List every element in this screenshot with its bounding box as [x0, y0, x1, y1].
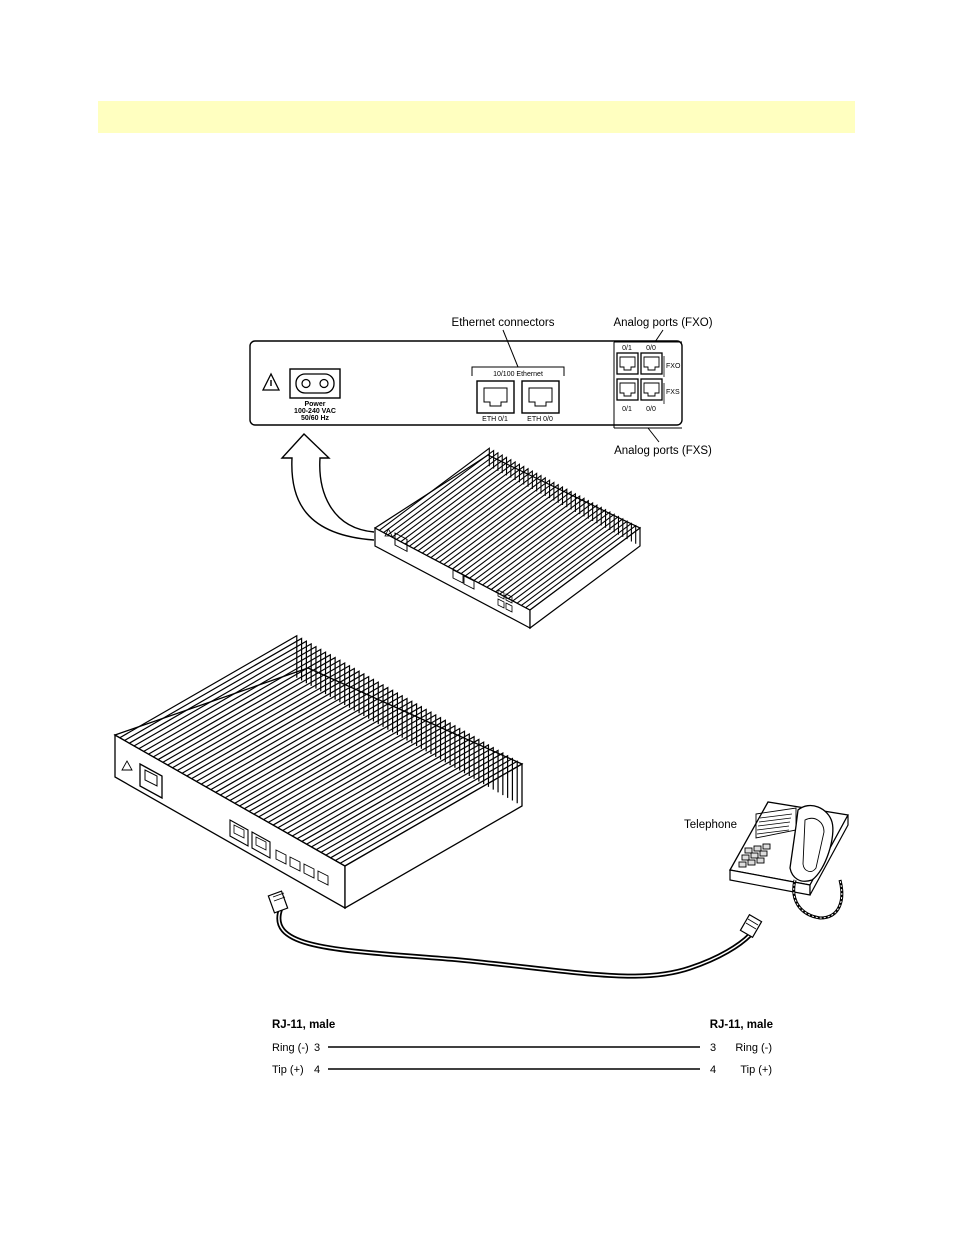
pinout-row-tip-left-signal: Tip (+) — [272, 1064, 304, 1076]
telephone-label: Telephone — [684, 819, 737, 831]
eth-port-label-0-1: ETH 0/1 — [482, 416, 508, 423]
power-title: Power — [304, 401, 325, 408]
analog-fxs-callout: Analog ports (FXS) — [614, 445, 712, 457]
pinout-right-header: RJ-11, male — [710, 1019, 773, 1031]
telephone-icon — [730, 802, 848, 918]
fxs-label-0-1: 0/1 — [622, 406, 632, 413]
pinout-row-ring-left-signal: Ring (-) — [272, 1042, 309, 1054]
pinout-left-header: RJ-11, male — [272, 1019, 335, 1031]
device-small — [375, 448, 640, 628]
ethernet-callout: Ethernet connectors — [452, 317, 555, 329]
power-voltage: 100-240 VAC — [294, 408, 336, 415]
ethernet-group-label: 10/100 Ethernet — [493, 371, 543, 378]
rj11-plug-left-icon — [268, 891, 287, 913]
pinout-row-tip-left-pin: 4 — [314, 1064, 320, 1076]
zoom-arrow-icon — [282, 434, 374, 540]
pinout-row-tip-right-pin: 4 — [710, 1064, 716, 1076]
pinout-table: RJ-11, male RJ-11, male Ring (-) 3 3 Rin… — [272, 1019, 773, 1076]
device-large — [115, 636, 522, 908]
fxo-label-0-0: 0/0 — [646, 345, 656, 352]
fxo-label-0-1: 0/1 — [622, 345, 632, 352]
fxo-tag: FXO — [666, 363, 681, 370]
pinout-row-ring-right-signal: Ring (-) — [735, 1042, 772, 1054]
eth-port-label-0-0: ETH 0/0 — [527, 416, 553, 423]
fxs-label-0-0: 0/0 — [646, 406, 656, 413]
pinout-row-tip-right-signal: Tip (+) — [740, 1064, 772, 1076]
pinout-row-ring-right-pin: 3 — [710, 1042, 716, 1054]
analog-fxo-callout: Analog ports (FXO) — [613, 317, 712, 329]
rear-panel: Power 100-240 VAC 50/60 Hz Ethernet conn… — [250, 317, 713, 457]
pinout-row-ring-left-pin: 3 — [314, 1042, 320, 1054]
fxs-tag: FXS — [666, 389, 680, 396]
rj11-plug-right-icon — [740, 915, 761, 938]
power-frequency: 50/60 Hz — [301, 415, 330, 422]
